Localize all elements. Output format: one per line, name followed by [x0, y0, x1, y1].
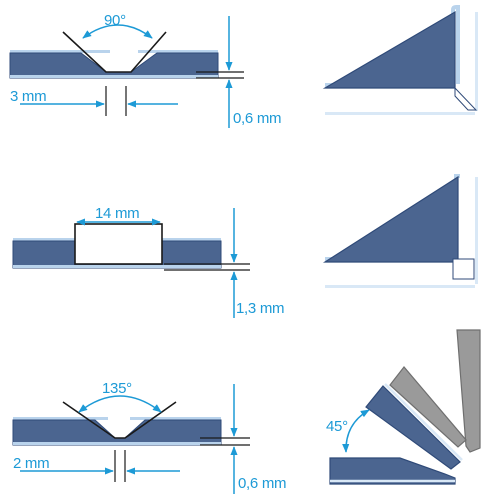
grey-diagonal-leg — [389, 366, 467, 448]
width-label: 3 mm — [10, 88, 46, 105]
folded-panel — [322, 10, 456, 89]
vertical-leg-skin — [475, 12, 478, 111]
grey-vertical-leg — [456, 329, 481, 453]
right-panel-skin — [130, 417, 221, 420]
remaining-thickness-label: 0,6 mm — [233, 110, 281, 127]
v-cutter-outline — [62, 401, 177, 439]
folded-corner-90-result — [322, 5, 478, 115]
grooved-panel — [12, 419, 222, 446]
right-panel-skin — [162, 238, 221, 241]
blue-horizontal-leg — [329, 457, 456, 485]
grooved-panel — [9, 52, 219, 79]
mitre-gap — [454, 86, 478, 111]
left-panel-skin — [13, 238, 75, 241]
vertical-leg-skin — [475, 177, 478, 284]
panel-bottom-skin — [13, 265, 221, 268]
angle-label: 90° — [104, 12, 126, 29]
fold-angle-arc — [342, 409, 370, 453]
v-groove-90-diagram: 90° 3 mm 0,6 mm — [9, 12, 282, 128]
remaining-thickness-label: 0,6 mm — [238, 475, 286, 492]
angle-label: 135° — [102, 380, 132, 397]
fold-angle-label: 45° — [326, 418, 348, 435]
right-panel-skin — [138, 50, 218, 53]
blue-diagonal-leg — [365, 385, 461, 470]
horizontal-leg-skin — [325, 285, 475, 288]
folded-panel-skin — [325, 5, 460, 87]
horizontal-leg-skin — [325, 112, 475, 115]
rectangular-groove-diagram: 14 mm 1,3 mm — [12, 205, 285, 318]
remaining-thickness-label: 1,3 mm — [236, 300, 284, 317]
v-cutter-outline — [62, 31, 167, 73]
folded-corner-square-result — [322, 174, 478, 288]
width-label: 14 mm — [95, 205, 139, 222]
rectangular-cutter-outline — [74, 223, 163, 265]
left-panel-skin — [13, 417, 108, 420]
panel-bottom-skin — [10, 75, 218, 78]
angle-arc — [82, 24, 153, 39]
left-panel-skin — [10, 50, 110, 53]
blue-diagonal-skin — [384, 383, 463, 461]
panel-bottom-skin — [13, 442, 221, 445]
folded-panel — [322, 175, 459, 263]
angle-arc — [78, 395, 162, 413]
corner-square — [452, 258, 475, 280]
width-label: 2 mm — [13, 455, 49, 472]
v-groove-135-diagram: 135° 2 mm 0,6 mm — [12, 380, 287, 494]
folding-sequence-result: 45° — [326, 329, 481, 485]
